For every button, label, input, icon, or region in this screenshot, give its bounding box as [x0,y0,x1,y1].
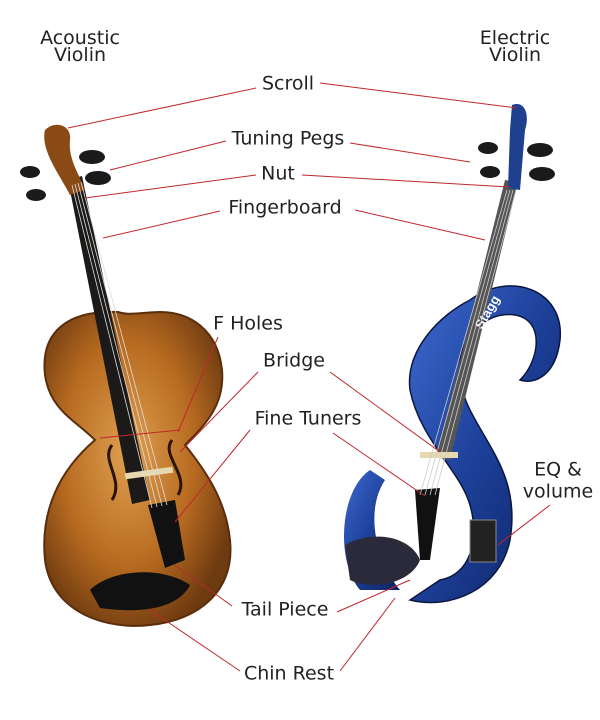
label-bridge: Bridge [263,349,325,372]
electric-scroll [508,104,527,190]
acoustic-f-hole-left [107,444,118,501]
electric-violin: Stagg [343,104,561,604]
acoustic-tailpiece [148,500,185,568]
label-tail-piece: Tail Piece [241,598,329,621]
electric-tuning-pegs-icon [478,142,555,181]
eq-volume-panel [469,519,497,563]
electric-tailpiece [415,488,440,560]
label-eq-line1: EQ & [534,458,582,481]
electric-strings [419,189,517,496]
tuning-pegs-icon [20,150,111,201]
electric-fingerboard [436,180,518,460]
acoustic-scroll [44,124,85,195]
acoustic-f-hole-right [167,439,183,496]
acoustic-chin-rest [90,572,190,611]
label-fingerboard: Fingerboard [228,196,342,219]
acoustic-violin [20,124,232,627]
label-eq-line2: volume [522,480,594,503]
electric-bridge [420,452,458,458]
label-chin-rest: Chin Rest [243,662,335,685]
label-fine-tuners: Fine Tuners [254,407,362,430]
acoustic-bridge [124,466,174,480]
label-f-holes: F Holes [213,312,283,335]
leader-lines [67,82,551,672]
electric-chin-rest [345,536,420,585]
acoustic-strings [71,181,168,509]
label-nut: Nut [261,162,295,185]
label-tuning-pegs: Tuning Pegs [231,127,345,150]
label-scroll: Scroll [261,72,315,95]
acoustic-fingerboard [68,176,150,504]
